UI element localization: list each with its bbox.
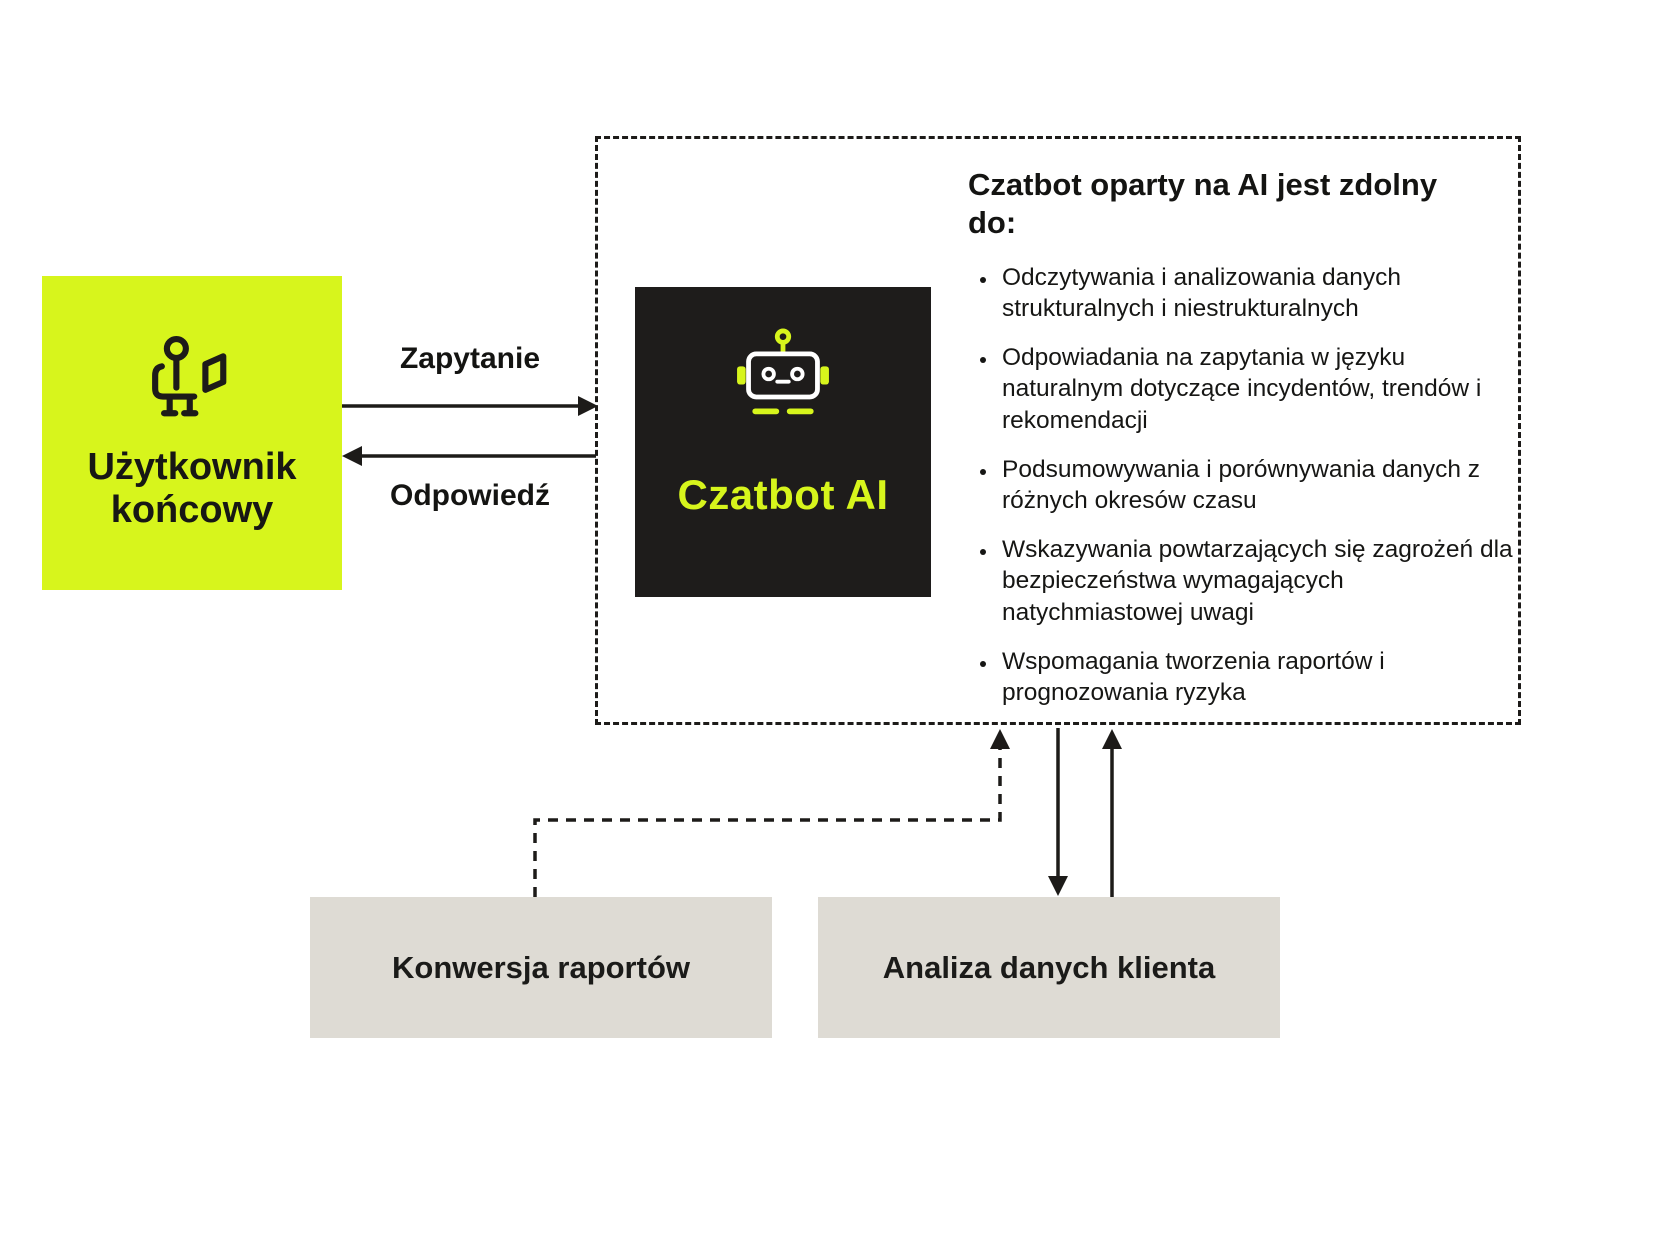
capability-item: Podsumowywania i porównywania danych z r… [998, 454, 1524, 517]
analysis-down-arrow [1048, 728, 1068, 896]
query-arrow [342, 396, 598, 416]
capabilities-panel: Czatbot oparty na AI jest zdolny do: Odc… [968, 166, 1524, 726]
reports-conversion-label: Konwersja raportów [392, 949, 690, 985]
end-user-box: Użytkownik końcowy [42, 276, 342, 590]
response-arrow [342, 446, 596, 466]
capabilities-list: Odczytywania i analizowania danych struk… [968, 262, 1524, 709]
chatbot-label: Czatbot AI [677, 471, 889, 518]
capabilities-title: Czatbot oparty na AI jest zdolny do: [968, 167, 1438, 240]
capability-item: Odpowiadania na zapytania w języku natur… [998, 342, 1524, 437]
capability-item: Odczytywania i analizowania danych struk… [998, 262, 1524, 325]
customer-data-analysis-box: Analiza danych klienta [818, 897, 1280, 1038]
reports-conversion-box: Konwersja raportów [310, 897, 772, 1038]
robot-icon [737, 328, 829, 415]
chatbot-box: Czatbot AI [635, 287, 931, 597]
person-at-desk-icon [152, 336, 227, 417]
customer-data-analysis-label: Analiza danych klienta [882, 949, 1216, 985]
reports-dashed-connector [533, 729, 1010, 897]
capability-item: Wskazywania powtarzających się zagrożeń … [998, 534, 1524, 629]
query-arrow-label: Zapytanie [399, 342, 541, 375]
analysis-up-arrow [1102, 729, 1122, 897]
end-user-label: Użytkownik końcowy [87, 446, 297, 531]
response-arrow-label: Odpowiedź [390, 479, 550, 512]
chatbot-dashed-frame [595, 136, 1521, 725]
capability-item: Wspomagania tworzenia raportów i prognoz… [998, 646, 1524, 709]
